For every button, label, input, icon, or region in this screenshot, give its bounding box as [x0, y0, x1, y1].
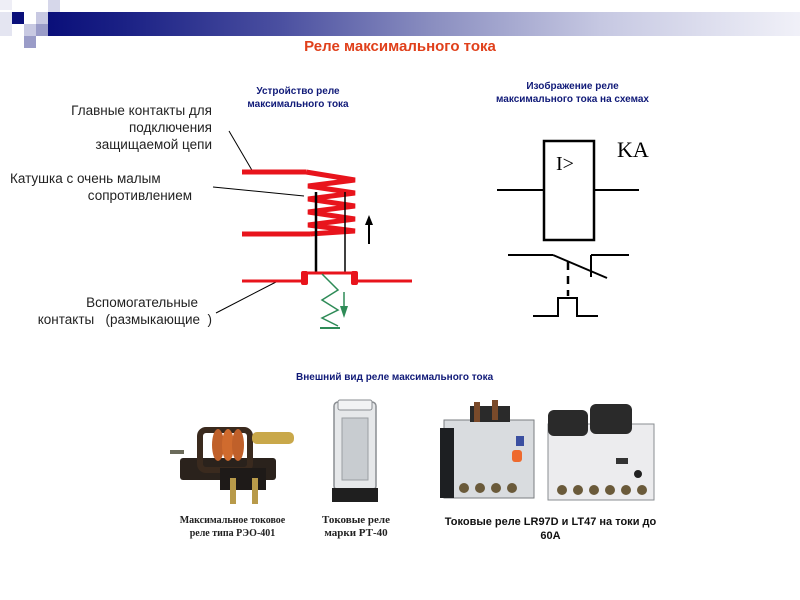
- return-spring: [320, 273, 340, 327]
- deco-square: [36, 24, 48, 36]
- device-heading: Устройство реле максимального тока: [228, 85, 368, 111]
- photo-reo-401: [170, 427, 294, 504]
- photo-lr97d: [440, 400, 535, 499]
- caption-line: марки РТ-40: [324, 527, 388, 539]
- deco-square: [0, 0, 12, 10]
- label-line: Вспомогательные: [86, 295, 198, 310]
- schematic-heading-line1: Изображение реле: [526, 81, 619, 92]
- schematic-heading-line2: максимального тока на схемах: [496, 94, 649, 105]
- photo-lt47: [547, 404, 655, 501]
- coil-label: Катушка с очень малым сопротивлением: [10, 170, 192, 204]
- photo-case-inner: [341, 417, 369, 481]
- device-heading-line1: Устройство реле: [256, 86, 340, 97]
- symbol-text: I>: [556, 153, 574, 175]
- leader-line-main-contacts: [228, 130, 254, 173]
- spring-arrow-head: [340, 306, 348, 318]
- caption-reo-401: Максимальное токовое реле типа РЭО-401: [170, 514, 295, 540]
- photo-wire: [170, 450, 184, 454]
- photo-terminal-block: [220, 468, 266, 490]
- photo-rt-40: [332, 399, 378, 502]
- deco-square: [0, 12, 12, 36]
- leader-line-aux: [215, 281, 277, 314]
- label-line: Главные контакты для: [71, 103, 212, 118]
- aux-contact-right-pad: [351, 271, 358, 285]
- photo-coil: [212, 429, 244, 461]
- designation-text: KA: [617, 137, 649, 162]
- deco-square: [36, 12, 48, 24]
- photo-lr97d-lt47: [440, 400, 655, 501]
- photo-terminal: [252, 478, 258, 504]
- deco-square: [24, 24, 36, 36]
- caption-line: Максимальное токовое: [179, 515, 286, 526]
- photo-socket: [332, 488, 378, 502]
- header-gradient-bar: [48, 12, 800, 36]
- aux-contact-left-pad: [301, 271, 308, 285]
- aux-contacts-label: Вспомогательные контакты (размыкающие ): [0, 294, 212, 328]
- label-line: сопротивлением: [87, 188, 192, 203]
- deco-square: [48, 0, 60, 12]
- caption-line: Токовые реле: [322, 514, 390, 526]
- pulse-element: [533, 297, 598, 317]
- photo-brass-rod: [252, 432, 294, 444]
- armature-arrow-head: [365, 215, 373, 225]
- caption-line: реле типа РЭО-401: [189, 528, 276, 539]
- main-contacts-label: Главные контакты для подключения защищае…: [20, 102, 212, 153]
- label-line: Катушка с очень малым: [10, 171, 161, 186]
- coil: [305, 169, 356, 237]
- deco-square: [12, 12, 24, 24]
- caption-line: Токовые реле LR97D и LT47 на токи до: [444, 516, 657, 528]
- caption-line: 60А: [540, 530, 561, 542]
- caption-rt-40: Токовые реле марки РТ-40: [308, 514, 404, 540]
- leader-line-coil: [212, 186, 305, 197]
- header-decoration: [0, 0, 800, 50]
- contact-blade: [552, 254, 608, 279]
- label-line: контакты (размыкающие ): [37, 312, 212, 327]
- photo-case-top: [337, 399, 373, 411]
- device-heading-line2: максимального тока: [247, 99, 349, 110]
- schematic-heading: Изображение реле максимального тока на с…: [470, 80, 675, 106]
- label-line: подключения: [128, 120, 212, 135]
- caption-lr97d-lt47: Токовые реле LR97D и LT47 на токи до 60А: [418, 515, 683, 543]
- slide-title: Реле максимального тока: [304, 38, 496, 55]
- photos-heading: Внешний вид реле максимального тока: [296, 372, 494, 383]
- label-line: защищаемой цепи: [95, 137, 213, 152]
- deco-square: [24, 36, 36, 48]
- photo-terminal: [230, 478, 236, 504]
